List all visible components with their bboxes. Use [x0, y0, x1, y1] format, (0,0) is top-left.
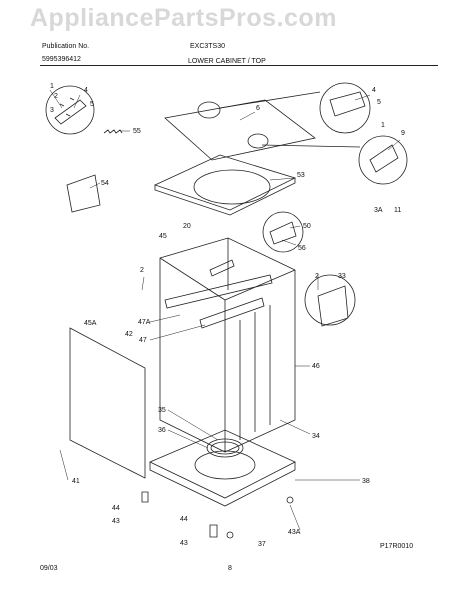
callout-6: 6 [256, 105, 260, 112]
callout-47: 47 [139, 337, 147, 344]
callout-33: 33 [338, 273, 346, 280]
callout-45: 45 [159, 233, 167, 240]
callout-43: 43 [112, 518, 120, 525]
callout-41: 41 [72, 478, 80, 485]
section-title: LOWER CABINET / TOP [188, 58, 266, 65]
hinge-bracket-left [54, 99, 87, 125]
publication-number: 5995396412 [42, 56, 81, 63]
cabinet-rail-upper [164, 274, 273, 309]
callout-20: 20 [183, 223, 191, 230]
leveling-foot-left [141, 491, 149, 503]
publication-label: Publication No. [42, 43, 90, 50]
hinge-detail-circle-left [45, 85, 95, 135]
callout-5b: 5 [377, 99, 381, 106]
callout-1: 1 [50, 83, 54, 90]
callout-50: 50 [303, 223, 311, 230]
callout-4: 4 [84, 87, 88, 94]
callout-36: 36 [158, 427, 166, 434]
hinge-detail-circle-right [319, 82, 371, 134]
drawing-code: P17R0010 [380, 543, 414, 550]
callout-43a: 43A [288, 529, 301, 536]
callout-1b: 1 [381, 122, 385, 129]
callout-labels: 1 2 3 4 5 55 6 4 5 1 9 3A 11 53 54 20 50… [50, 83, 405, 548]
footer-date: 09/03 [40, 565, 58, 572]
callout-55: 55 [133, 128, 141, 135]
lock-detail-circle [358, 135, 408, 185]
callout-38: 38 [362, 478, 370, 485]
callout-44b: 44 [180, 516, 188, 523]
callout-2: 2 [54, 93, 58, 100]
watermark-text: AppliancePartsPros.com [30, 4, 337, 32]
top-lid [164, 99, 316, 161]
callout-54: 54 [101, 180, 109, 187]
top-panel [153, 154, 297, 211]
callout-3a: 3A [374, 207, 383, 214]
callout-44: 44 [112, 505, 120, 512]
callout-45a: 45A [84, 320, 97, 327]
leveling-foot-front [209, 524, 218, 538]
callout-34: 34 [312, 433, 320, 440]
spring-part [103, 129, 123, 134]
callout-35: 35 [158, 407, 166, 414]
callout-53: 53 [297, 172, 305, 179]
callout-46: 46 [312, 363, 320, 370]
callout-4b: 4 [372, 87, 376, 94]
callout-2c: 2 [140, 267, 144, 274]
front-panel [69, 327, 146, 479]
callout-43b: 43 [180, 540, 188, 547]
callout-2d: 2 [315, 273, 319, 280]
bracket-detail-circle [304, 274, 356, 326]
cabinet-body [159, 237, 296, 453]
header-rule [40, 65, 438, 66]
part-54 [66, 174, 101, 213]
footer-page-number: 8 [228, 565, 232, 572]
switch-detail-circle [262, 211, 304, 253]
base-frame [149, 429, 296, 499]
callout-5: 5 [90, 101, 94, 108]
callout-47a: 47A [138, 319, 151, 326]
callout-37: 37 [258, 541, 266, 548]
callout-3: 3 [50, 107, 54, 114]
cabinet-rail-lower [199, 297, 265, 329]
tub-ring [206, 438, 244, 458]
model-number: EXC3TS30 [190, 43, 226, 50]
callout-56: 56 [298, 245, 306, 252]
callout-9: 9 [401, 130, 405, 137]
callout-11: 11 [394, 207, 401, 214]
callout-42: 42 [125, 331, 133, 338]
